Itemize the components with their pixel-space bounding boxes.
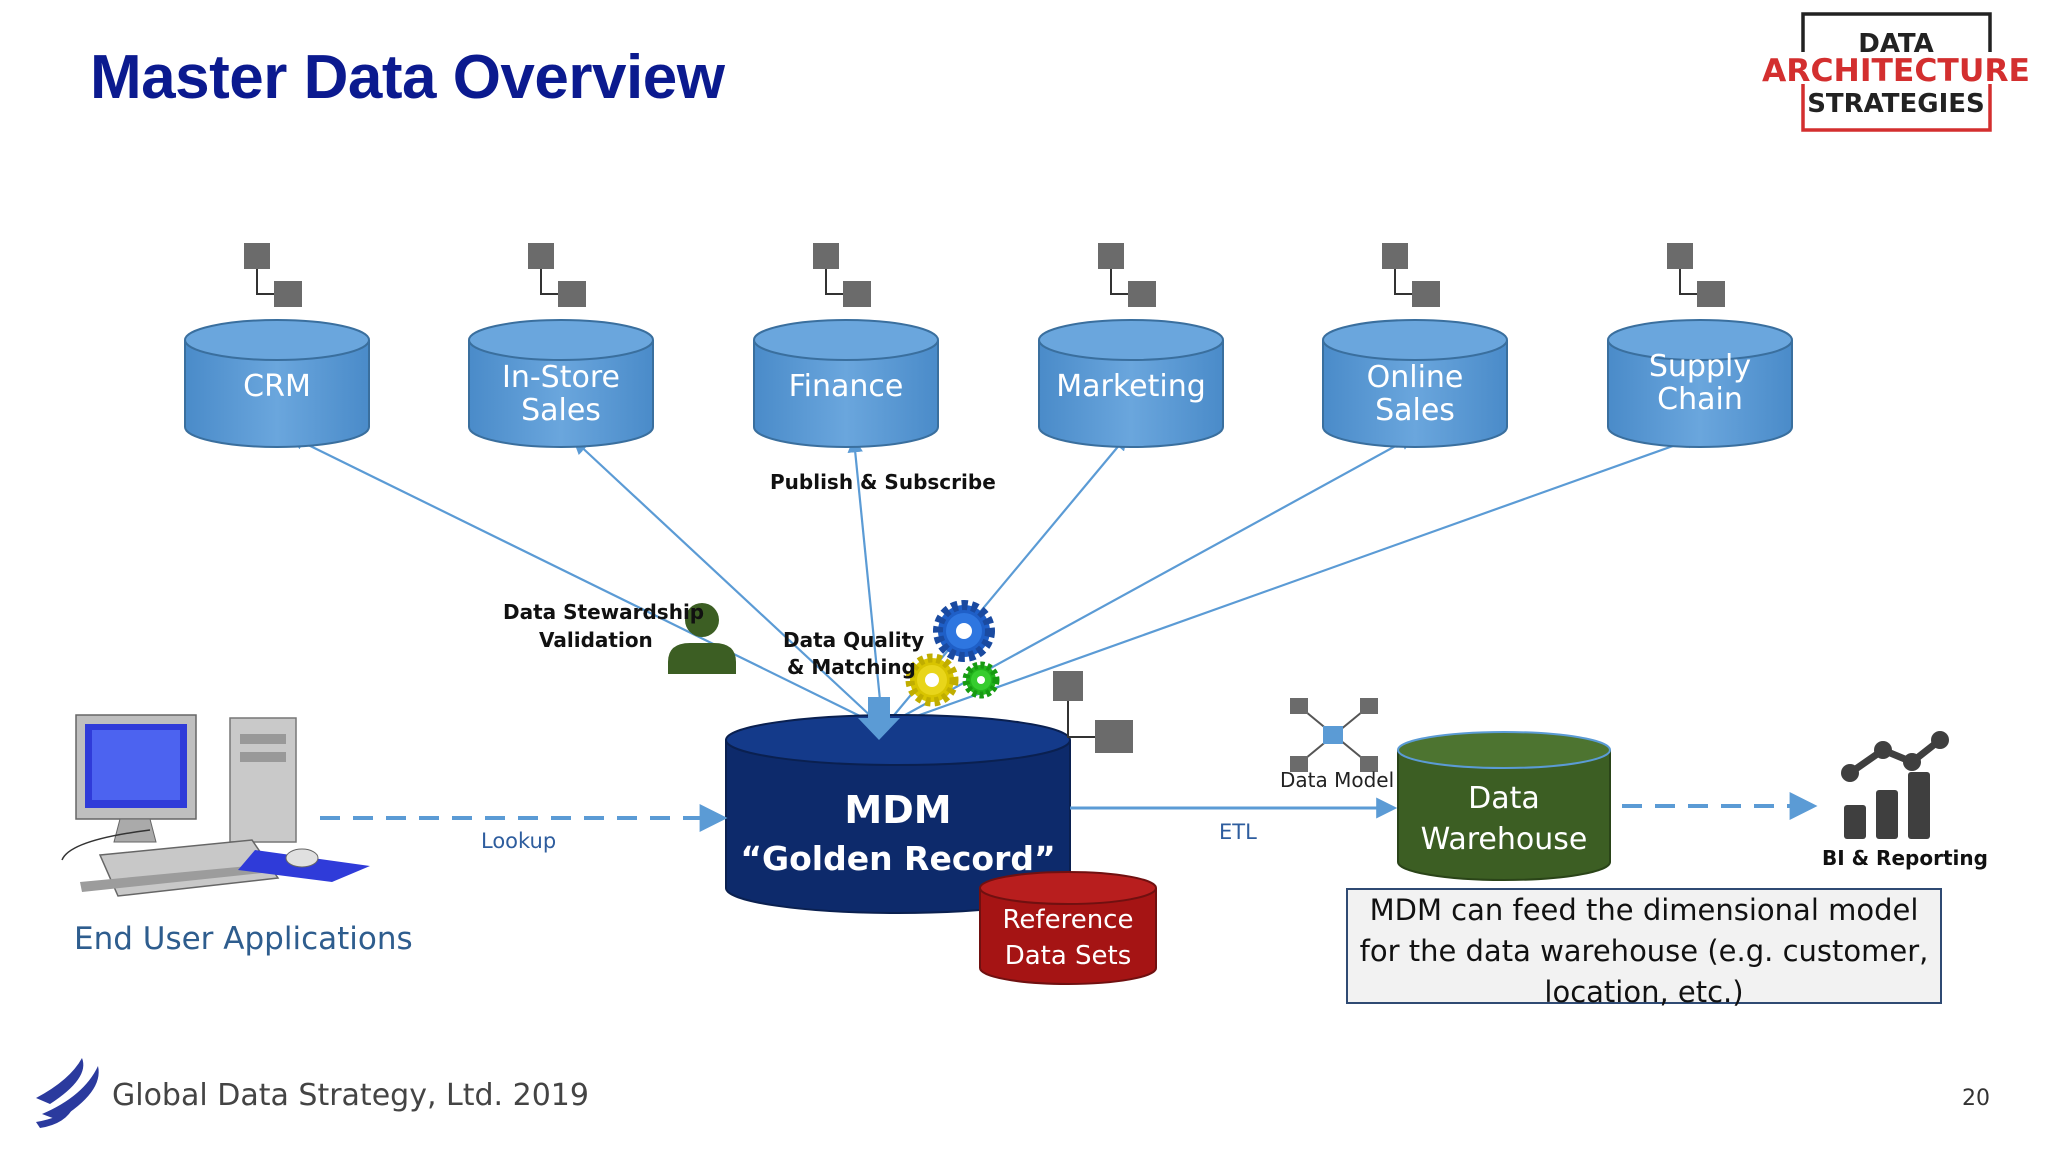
hierarchy-icon — [244, 243, 302, 307]
hierarchy-icon — [813, 243, 871, 307]
etl-label: ETL — [1219, 820, 1257, 844]
data-warehouse-database[interactable]: Data Warehouse — [1397, 731, 1611, 881]
stewardship-label-2: Validation — [539, 628, 653, 652]
source-label: Sales — [1375, 393, 1455, 428]
footer-logo-icon — [36, 1058, 99, 1128]
source-db-finance[interactable]: Finance — [753, 243, 939, 448]
warehouse-label-1: Data — [1468, 781, 1540, 816]
page-title: Master Data Overview — [90, 43, 725, 112]
hierarchy-icon — [1098, 243, 1156, 307]
source-db-marketing[interactable]: Marketing — [1038, 243, 1224, 448]
source-label: Finance — [789, 369, 904, 404]
source-label: Sales — [521, 393, 601, 428]
source-label: Marketing — [1056, 369, 1206, 404]
person-icon — [668, 603, 736, 674]
stewardship-label-1: Data Stewardship — [503, 600, 705, 624]
warehouse-label-2: Warehouse — [1421, 822, 1588, 857]
page-number: 20 — [1962, 1086, 1990, 1111]
reference-label-2: Data Sets — [1005, 941, 1132, 971]
lookup-label: Lookup — [481, 829, 557, 853]
computer-icon — [61, 714, 370, 897]
source-label: Chain — [1657, 382, 1743, 417]
logo-line3: STRATEGIES — [1807, 89, 1985, 119]
bi-reporting-label: BI & Reporting — [1822, 846, 1988, 870]
logo: DATA ARCHITECTURE STRATEGIES — [1762, 12, 2030, 132]
source-label: Online — [1367, 360, 1464, 395]
arrow-to-supply — [899, 433, 1701, 724]
logo-line2: ARCHITECTURE — [1762, 53, 2030, 89]
source-db-crm[interactable]: CRM — [184, 243, 370, 448]
note-box: MDM can feed the dimensional model for t… — [1346, 888, 1942, 1009]
source-label: In-Store — [502, 360, 620, 395]
footer-company: Global Data Strategy, Ltd. 2019 — [112, 1078, 589, 1113]
mdm-sublabel: “Golden Record” — [740, 839, 1055, 878]
hierarchy-icon — [1667, 243, 1725, 307]
arrow-to-crm — [289, 435, 869, 721]
quality-label-1: Data Quality — [783, 628, 925, 652]
mdm-inbound-arrow — [858, 697, 900, 740]
mdm-database[interactable]: MDM “Golden Record” — [725, 714, 1071, 914]
arrow-to-instore — [572, 438, 876, 721]
gears-icon — [905, 600, 1000, 707]
hierarchy-icon — [1382, 243, 1440, 307]
source-label: CRM — [243, 369, 311, 404]
quality-label-2: & Matching — [787, 655, 916, 679]
logo-line1: DATA — [1858, 29, 1934, 59]
data-model-label: Data Model — [1280, 768, 1395, 792]
source-label: Supply — [1649, 349, 1751, 384]
network-icon — [1290, 698, 1378, 772]
reference-database[interactable]: Reference Data Sets — [979, 871, 1157, 985]
arrow-to-finance — [847, 436, 884, 721]
hierarchy-icon — [1053, 671, 1133, 753]
publish-subscribe-label: Publish & Subscribe — [770, 470, 996, 494]
reference-label-1: Reference — [1003, 905, 1134, 935]
bi-chart-icon — [1841, 731, 1949, 839]
hierarchy-icon — [528, 243, 586, 307]
end-user-applications-label: End User Applications — [74, 921, 413, 957]
mdm-label: MDM — [844, 788, 951, 832]
